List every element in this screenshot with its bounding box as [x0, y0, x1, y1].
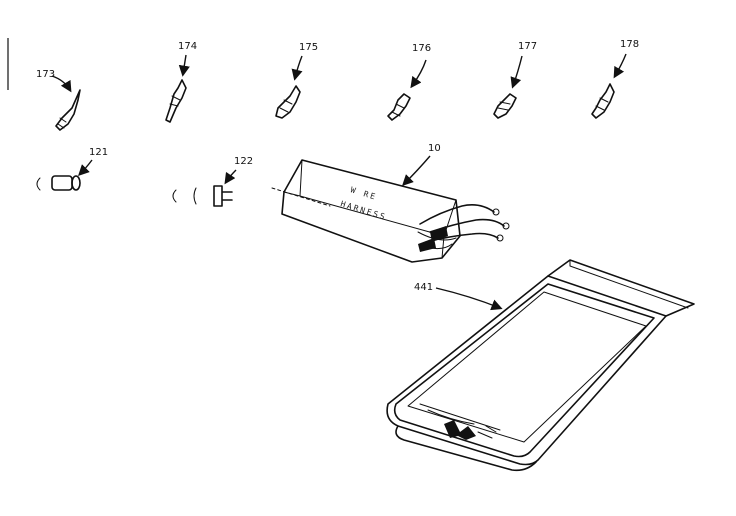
part-173: 173 [36, 69, 81, 131]
callout-173: 173 [36, 69, 55, 80]
callout-122: 122 [234, 156, 253, 167]
part-175: 175 [275, 42, 318, 119]
part-176: 176 [387, 43, 431, 121]
callout-177: 177 [518, 41, 537, 52]
box-label-line1: W RE [349, 185, 378, 202]
leader-175 [291, 55, 303, 81]
connector-176-icon [387, 93, 411, 121]
part-177: 177 [493, 41, 537, 119]
plug-122-icon [213, 185, 233, 207]
part-174: 174 [165, 41, 197, 123]
connector-177-icon [493, 93, 517, 119]
box-label-line2: HARNESS [339, 199, 387, 222]
part-178: 178 [591, 39, 639, 119]
part-441-tray: 441 [386, 259, 695, 472]
leader-441 [435, 287, 503, 311]
harness-wires-icon [419, 204, 495, 225]
callout-10: 10 [428, 143, 441, 154]
tray-latch-icon [444, 420, 476, 440]
callout-121: 121 [89, 147, 108, 158]
leader-178 [613, 53, 627, 79]
connector-178-icon [591, 83, 615, 119]
plug-121-icon [51, 175, 73, 191]
part-122: 122 [172, 156, 253, 207]
connector-175-icon [275, 85, 301, 119]
leader-173 [51, 75, 72, 93]
part-10-wire-harness: 10 W RE HARNESS [271, 143, 510, 263]
tray-floor [407, 291, 647, 443]
connector-174-icon [165, 79, 187, 123]
part-121: 121 [36, 147, 108, 191]
connector-173-icon [55, 89, 81, 131]
leader-121 [78, 159, 93, 176]
callout-174: 174 [178, 41, 197, 52]
leader-177 [510, 55, 523, 89]
cap-121-icon [36, 177, 41, 191]
leader-176 [410, 59, 427, 89]
callout-441: 441 [414, 282, 433, 293]
leader-174 [178, 54, 190, 77]
leader-122 [224, 169, 237, 185]
leader-10 [402, 155, 431, 186]
callout-176: 176 [412, 43, 431, 54]
callout-178: 178 [620, 39, 639, 50]
harness-box-icon [281, 159, 461, 263]
tray-back-lip [547, 259, 695, 317]
tray-outer-rim-icon [386, 275, 667, 466]
callout-175: 175 [299, 42, 318, 53]
cap-122-icon [172, 189, 177, 203]
